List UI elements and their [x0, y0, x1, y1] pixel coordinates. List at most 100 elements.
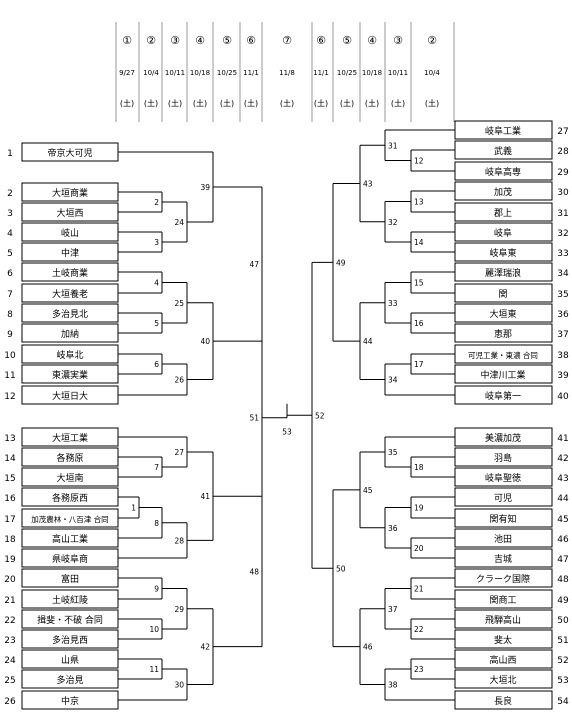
game-number: 46	[363, 643, 373, 652]
team-name: 斐太	[494, 634, 512, 646]
team-name: 可児	[494, 493, 512, 504]
team-name: 多治見	[56, 674, 83, 686]
team-seed: 37	[557, 330, 568, 340]
team-seed: 16	[4, 494, 16, 504]
team-name: 可児工業・東濃 合同	[468, 350, 538, 360]
game-number: 3	[154, 238, 159, 247]
game-number: 37	[388, 605, 398, 614]
round-number: ④	[195, 34, 205, 47]
team-seed: 5	[7, 249, 13, 259]
round-header: ①9/27(土)②10/4(土)③10/11(土)④10/18(土)⑤10/25…	[115, 22, 455, 122]
team-seed: 27	[557, 127, 568, 137]
team-seed: 31	[557, 209, 568, 219]
team-seed: 28	[557, 147, 569, 157]
round-number: ⑤	[222, 34, 232, 47]
game-number: 44	[363, 337, 373, 346]
round-date: 10/18	[362, 69, 382, 77]
game-number: 29	[174, 605, 184, 614]
game-number: 13	[414, 198, 424, 207]
team-seed: 32	[557, 229, 568, 239]
round-date: 11/8	[279, 69, 295, 77]
team-name: 富田	[61, 573, 79, 585]
game-number: 30	[174, 681, 184, 690]
team-seed: 52	[557, 656, 568, 666]
team-name: 大垣商業	[52, 187, 88, 199]
team-seed: 13	[4, 434, 15, 444]
team-seed: 46	[557, 535, 569, 545]
team-name: 美濃加茂	[485, 432, 521, 444]
team-seed: 20	[4, 575, 16, 585]
team-name: 関商工	[489, 594, 516, 606]
team-name: 関	[498, 289, 507, 300]
team-name: 揖斐・不破 合同	[37, 614, 103, 626]
team-name: 土岐商業	[52, 267, 88, 279]
team-name: 岐山	[61, 227, 79, 239]
team-name: クラーク国際	[476, 573, 530, 585]
game-number: 20	[414, 544, 424, 553]
team-seed: 21	[4, 596, 15, 606]
team-name: 東濃実業	[52, 369, 88, 381]
game-number: 6	[154, 360, 159, 369]
game-number: 5	[154, 319, 159, 328]
game-number: 16	[414, 319, 424, 328]
round-date: 9/27	[119, 69, 135, 77]
team-name: 県岐阜商	[52, 553, 88, 565]
game-number: 45	[363, 486, 373, 495]
team-seed: 25	[4, 676, 15, 686]
round-date: 10/11	[388, 69, 408, 77]
team-name: 大垣日大	[52, 390, 88, 402]
round-number: ④	[367, 34, 377, 47]
round-day: (土)	[244, 98, 258, 108]
game-number: 8	[154, 519, 159, 528]
team-name: 麗澤瑞浪	[485, 267, 521, 279]
team-name: 大垣養老	[52, 288, 88, 300]
team-seed: 34	[557, 269, 569, 279]
game-number: 50	[336, 564, 346, 573]
team-seed: 29	[557, 168, 569, 178]
team-seed: 3	[7, 209, 13, 219]
game-number: 51	[249, 414, 259, 423]
team-name: 大垣北	[489, 674, 516, 686]
team-seed: 40	[557, 392, 569, 402]
team-seed: 15	[4, 474, 15, 484]
round-day: (土)	[220, 98, 234, 108]
team-name: 加納	[61, 328, 79, 340]
team-seed: 33	[557, 249, 568, 259]
game-number: 4	[154, 279, 159, 288]
team-name: 恵那	[494, 328, 512, 340]
game-number: 21	[414, 585, 424, 594]
team-seed: 6	[7, 269, 13, 279]
game-number: 23	[414, 665, 424, 674]
team-seed: 8	[7, 310, 13, 320]
team-name: 岐阜工業	[485, 125, 521, 137]
game-number: 15	[414, 279, 424, 288]
round-day: (土)	[391, 98, 405, 108]
team-name: 羽島	[494, 452, 512, 464]
game-number: 2	[154, 198, 159, 207]
team-name: 中津	[61, 247, 79, 259]
team-seed: 45	[557, 515, 568, 525]
team-name: 大垣東	[489, 308, 516, 320]
game-number: 10	[149, 625, 159, 634]
team-name: 岐阜東	[489, 247, 516, 259]
team-seed: 2	[7, 189, 13, 199]
team-name: 岐阜聖徳	[485, 472, 521, 484]
team-name: 岐阜高専	[485, 166, 521, 178]
team-name: 中津川工業	[480, 369, 525, 381]
game-number: 33	[388, 299, 398, 308]
round-date: 10/18	[190, 69, 210, 77]
team-seed: 23	[4, 636, 15, 646]
game-number: 35	[388, 448, 398, 457]
team-seed: 41	[557, 434, 568, 444]
game-number: 52	[315, 411, 325, 420]
team-seed: 50	[557, 616, 569, 626]
team-seed: 53	[557, 676, 568, 686]
team-seed: 9	[7, 330, 13, 340]
team-name: 加茂	[494, 186, 512, 198]
game-number: 26	[174, 376, 184, 385]
game-number: 28	[174, 536, 184, 545]
round-number: ⑦	[282, 34, 292, 47]
team-name: 岐阜第一	[485, 390, 521, 402]
game-number: 17	[414, 360, 424, 369]
